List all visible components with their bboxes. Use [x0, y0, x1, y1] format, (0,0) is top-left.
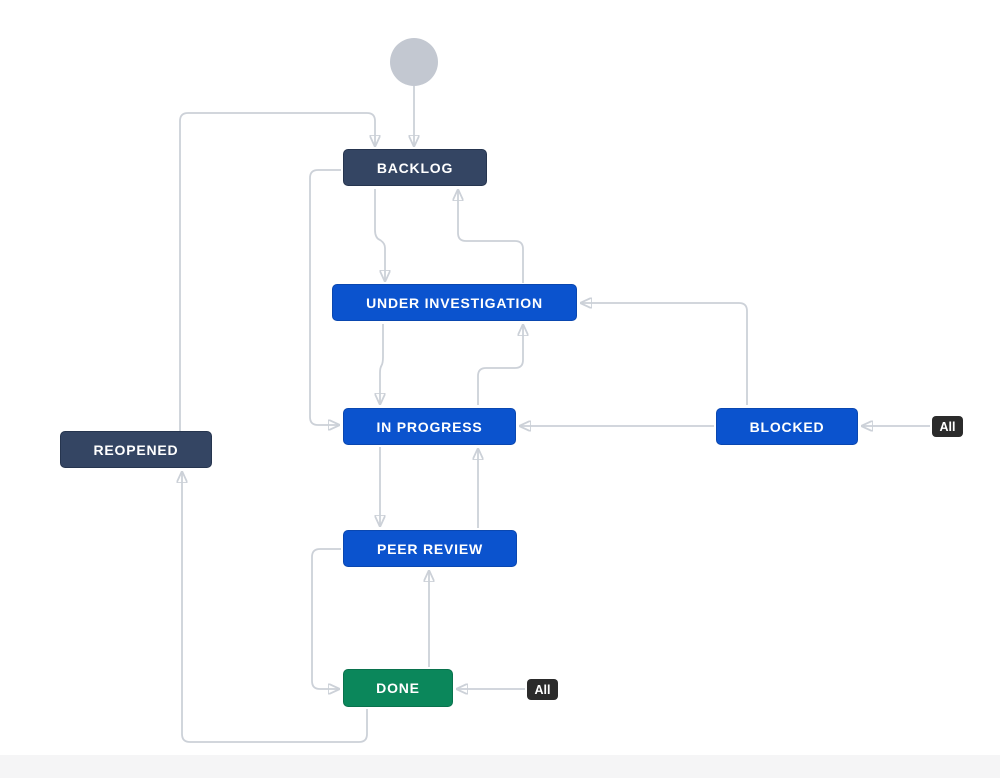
transition-badge-all-done: All: [527, 679, 558, 700]
status-label: BLOCKED: [749, 418, 825, 435]
status-reopened[interactable]: REOPENED: [60, 431, 212, 468]
status-under-investigation[interactable]: UNDER INVESTIGATION: [332, 284, 577, 321]
edge-backlog-to-under-investigation: [374, 189, 385, 281]
start-node: [390, 38, 438, 86]
status-label: REOPENED: [93, 441, 179, 458]
edge-reopened-to-backlog: [179, 112, 375, 431]
edge-under-investigation-to-backlog: [458, 190, 524, 283]
status-backlog[interactable]: BACKLOG: [343, 149, 487, 186]
status-label: PEER REVIEW: [376, 540, 484, 557]
edge-under-investigation-to-in-progress: [380, 324, 383, 404]
status-label: BACKLOG: [376, 159, 454, 176]
edge-in-progress-to-under-investigation: [477, 325, 523, 405]
status-in-progress[interactable]: IN PROGRESS: [343, 408, 516, 445]
status-peer-review[interactable]: PEER REVIEW: [343, 530, 517, 567]
edge-done-to-reopened: [182, 472, 368, 743]
status-label: UNDER INVESTIGATION: [366, 294, 543, 311]
transition-badge-all-blocked: All: [932, 416, 963, 437]
status-label: IN PROGRESS: [376, 418, 483, 435]
status-label: DONE: [376, 680, 420, 696]
status-done[interactable]: DONE: [343, 669, 453, 707]
status-blocked[interactable]: BLOCKED: [716, 408, 858, 445]
canvas-bottom-edge: [0, 755, 1000, 778]
edge-backlog-to-in-progress: [309, 169, 341, 425]
edge-peer-review-to-done: [311, 548, 341, 689]
edge-blocked-to-under-investigation: [581, 303, 748, 405]
